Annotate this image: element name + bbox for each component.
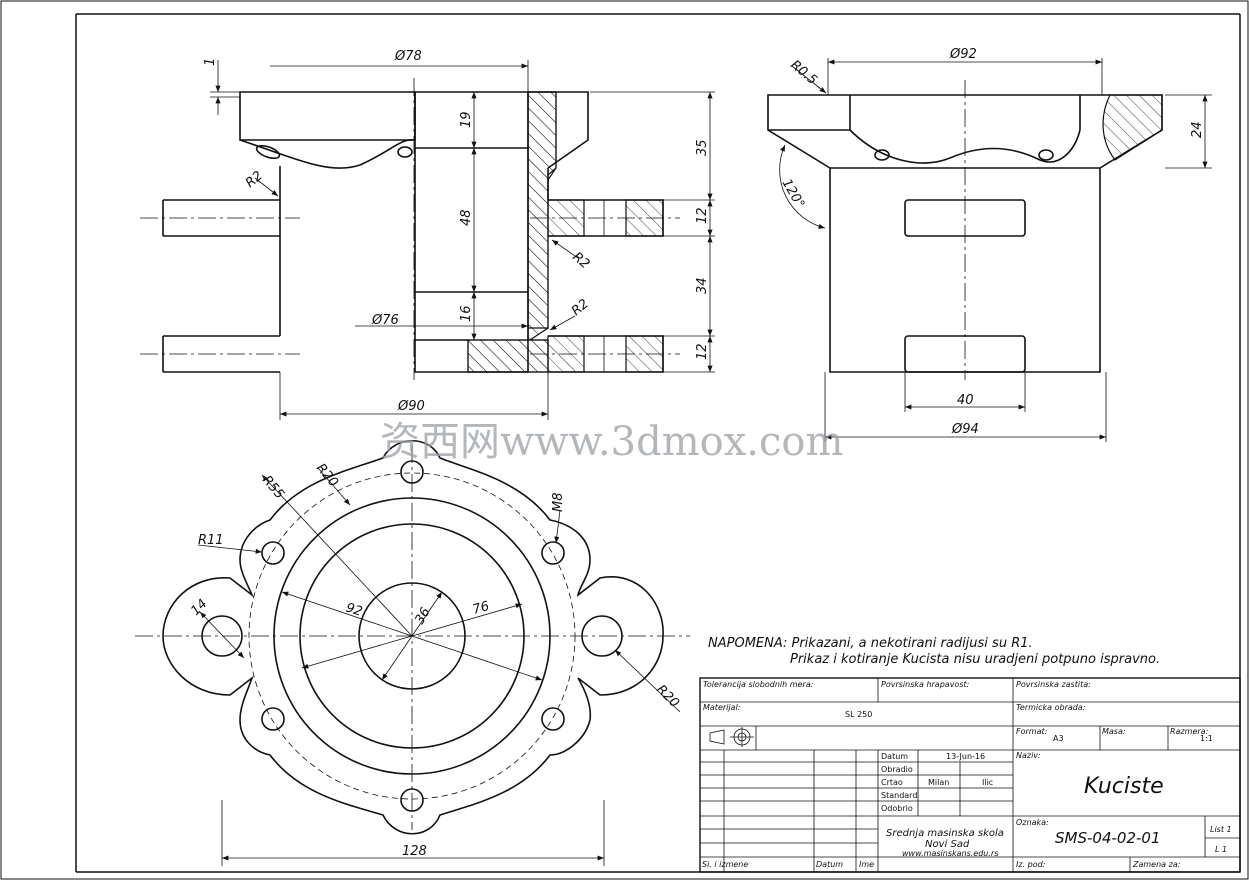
dim-top-d92: 92 <box>344 601 364 620</box>
izpod-label: Iz. pod: <box>1016 860 1046 869</box>
list-count: L 1 <box>1215 845 1227 854</box>
title-block: Tolerancija slobodnih mera: Povrsinska h… <box>699 677 1241 873</box>
side-view <box>767 80 1163 380</box>
dim-r05: R0.5 <box>787 58 819 89</box>
oznaka-value: SMS-04-02-01 <box>1055 829 1160 847</box>
mass-label: Masa: <box>1102 727 1126 736</box>
scale-value: 1:1 <box>1200 734 1213 743</box>
zamena-label: Zamena za: <box>1132 860 1181 869</box>
izmene-label: Si. i izmene <box>702 860 748 869</box>
dim-r20a: R20 <box>313 461 341 490</box>
dim-r2c: R2 <box>569 296 592 319</box>
top-view-dimensions: R55 R20 M8 R11 14 92 36 76 R20 128 <box>188 461 682 866</box>
heat-label: Termicka obrada: <box>1016 703 1086 712</box>
dim-h16: 16 <box>459 305 474 322</box>
dim-h35: 35 <box>695 139 710 156</box>
naziv-label: Naziv: <box>1016 751 1041 760</box>
list-label: List 1 <box>1210 825 1232 834</box>
dim-h34: 34 <box>695 277 710 294</box>
dim-h12a: 12 <box>695 207 710 224</box>
crtao-last: Ilic <box>982 778 993 787</box>
tolerance-label: Tolerancija slobodnih mera: <box>703 680 814 689</box>
ime-label: Ime <box>859 860 874 869</box>
scale-label: Razmera: <box>1170 727 1209 736</box>
dim-one: 1 <box>203 58 218 66</box>
dim-w128: 128 <box>402 844 427 859</box>
naziv-value: Kuciste <box>1084 774 1164 799</box>
dim-r2a: R2 <box>243 168 266 191</box>
obradio-label: Obradio <box>881 765 913 774</box>
dim-d94: Ø94 <box>951 422 979 437</box>
dim-w40: 40 <box>957 393 974 408</box>
dim-h24: 24 <box>1190 121 1205 138</box>
school-line2: Novi Sad <box>925 839 970 850</box>
roughness-label: Povrsinska hrapavost: <box>881 680 970 689</box>
dim-d90: Ø90 <box>397 399 425 414</box>
crtao-first: Milan <box>928 778 949 787</box>
dim-h19: 19 <box>459 111 474 128</box>
dim-h48: 48 <box>459 209 474 226</box>
front-view-dimensions: Ø78 1 R2 35 12 34 12 19 48 16 R2 R2 Ø76 <box>203 49 715 420</box>
dim-d78: Ø78 <box>394 49 422 64</box>
projection-symbol-icon <box>709 727 754 747</box>
dim-r2b: R2 <box>569 250 592 273</box>
dim-r20b: R20 <box>653 682 682 711</box>
datum2-label: Datum <box>816 860 843 869</box>
school-line1: Srednja masinska skola <box>886 828 1004 839</box>
material-value: SL 250 <box>845 710 872 719</box>
note-line1: NAPOMENA: Prikazani, a nekotirani radiju… <box>708 636 1033 651</box>
protection-label: Povrsinska zastita: <box>1016 680 1091 689</box>
datum-value: 13-Jun-16 <box>946 752 985 761</box>
material-label: Materijal: <box>703 703 741 712</box>
dim-h12b: 12 <box>695 343 710 360</box>
datum-label: Datum <box>881 752 908 761</box>
crtao-label: Crtao <box>881 778 903 787</box>
dim-d76: Ø76 <box>371 313 399 328</box>
standard-label: Standard <box>881 791 917 800</box>
note-line2: Prikaz i kotiranje Kucista nisu uradjeni… <box>790 652 1160 667</box>
watermark: 资西网www.3dmox.com <box>380 419 843 465</box>
dim-ang120: 120° <box>779 177 808 212</box>
dim-m8: M8 <box>551 493 566 513</box>
dim-d14: 14 <box>188 597 210 619</box>
top-view <box>135 439 690 835</box>
format-label: Format: <box>1016 727 1048 736</box>
format-value: A3 <box>1053 734 1064 743</box>
oznaka-label: Oznaka: <box>1016 818 1049 827</box>
school-line3: www.masinskans.edu.rs <box>902 849 998 858</box>
odobrio-label: Odobrio <box>881 804 913 813</box>
dim-side-d92: Ø92 <box>949 47 977 62</box>
dim-d76: 76 <box>471 599 491 618</box>
front-view <box>140 78 680 380</box>
dim-r11: R11 <box>198 533 224 548</box>
